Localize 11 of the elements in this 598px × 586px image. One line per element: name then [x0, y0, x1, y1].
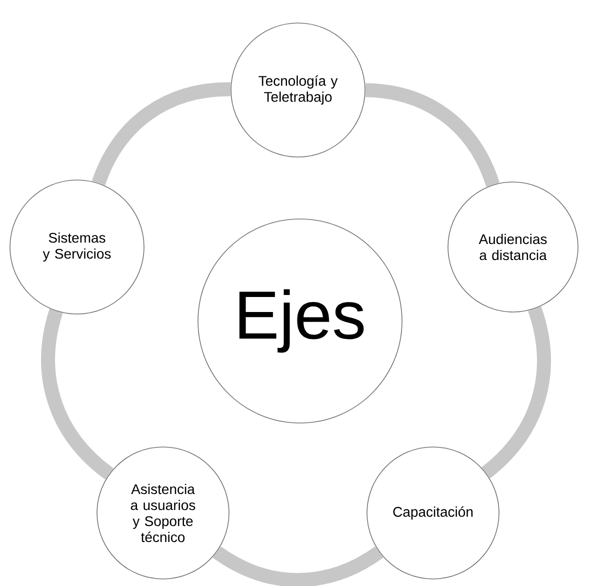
- ring-segment: [92, 82, 231, 186]
- circle-node: Asistencia a usuarios y Soporte técnico: [96, 446, 230, 580]
- circle-node: Capacitación: [366, 446, 500, 580]
- ring-segment: [365, 83, 500, 188]
- ring-segment: [212, 546, 384, 586]
- ring-segment: [481, 306, 551, 478]
- circle-node: Audiencias a distancia: [448, 182, 578, 312]
- circle-node: Sistemas y Servicios: [10, 180, 144, 314]
- circle-node: Tecnología y Teletrabajo: [230, 22, 366, 158]
- circle-node: Ejes: [198, 218, 402, 424]
- ring-segment: [41, 309, 114, 480]
